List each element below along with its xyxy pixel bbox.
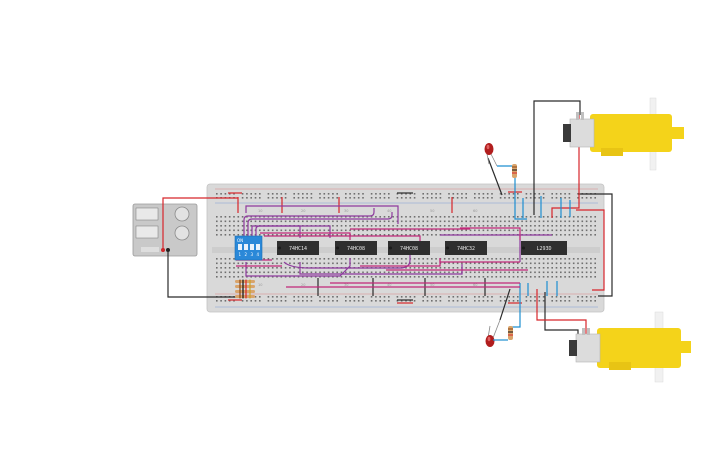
ic-label: 74HC32 xyxy=(457,246,475,252)
led-top[interactable] xyxy=(484,143,498,167)
dip-toggle-3[interactable] xyxy=(250,244,254,250)
wire-ground-supply xyxy=(167,252,245,298)
resistor-bottom[interactable] xyxy=(493,326,513,341)
dc-motor-top[interactable] xyxy=(563,97,684,171)
motor-top-can xyxy=(569,118,595,148)
resistor-top[interactable] xyxy=(497,164,517,178)
dip-switch[interactable]: ON 1 2 3 4 xyxy=(234,235,263,261)
dip-toggle-1[interactable] xyxy=(238,244,242,250)
wire-power-supply xyxy=(162,197,238,252)
dip-switch-on-label: ON xyxy=(237,238,243,243)
dip-number-2: 2 xyxy=(245,252,248,257)
ic-chips: 74HC14 74HC08 74HC08 74HC32 L293D xyxy=(277,241,567,255)
ic-74hc08-2[interactable]: 74HC08 xyxy=(335,241,377,255)
breadboard-column-label-30-bottom: 30 xyxy=(344,283,348,287)
ic-74hc32-4[interactable]: 74HC32 xyxy=(445,241,487,255)
breadboard-column-label-10-top: 10 xyxy=(258,209,262,213)
breadboard-column-label-20-bottom: 20 xyxy=(301,283,305,287)
breadboard-column-label-60-bottom: 60 xyxy=(473,283,477,287)
logic-wires-magenta xyxy=(236,227,528,288)
wire-motor1-red xyxy=(551,115,580,218)
breadboard-column-labels: 10 10 20 20 30 30 40 40 50 50 60 60 xyxy=(258,209,477,287)
wire-led1-ground xyxy=(487,157,503,196)
motor-bottom-gearbox xyxy=(597,328,681,368)
breadboard-column-label-40-top: 40 xyxy=(387,209,391,213)
breadboard-column-label-50-top: 50 xyxy=(430,209,434,213)
power-supply-display-voltage xyxy=(135,207,159,221)
dip-toggle-2[interactable] xyxy=(244,244,248,250)
wire-rail-ground-right xyxy=(578,193,613,297)
breadboard-column-label-60-top: 60 xyxy=(473,209,477,213)
wire-motor2-red xyxy=(536,289,587,336)
ic-74hc08-3[interactable]: 74HC08 xyxy=(388,241,430,255)
breadboard-column-label-50-bottom: 50 xyxy=(430,283,434,287)
power-supply[interactable] xyxy=(132,203,198,257)
power-supply-negative-terminal[interactable] xyxy=(166,248,170,252)
wire-led1-blue xyxy=(514,168,527,220)
led-bottom-body xyxy=(485,335,495,347)
motor-top-gearbox xyxy=(590,114,672,152)
wire-rail-power-right xyxy=(576,209,605,291)
voltage-knob[interactable] xyxy=(174,206,190,222)
wire-led2-ground xyxy=(499,288,511,321)
dip-number-1: 1 xyxy=(239,252,242,257)
ic-label: 74HC08 xyxy=(400,246,418,252)
dip-number-3: 3 xyxy=(251,252,254,257)
dc-motor-bottom[interactable] xyxy=(569,311,691,383)
dip-number-4: 4 xyxy=(257,252,260,257)
led-top-body xyxy=(484,143,494,155)
power-wires xyxy=(162,115,605,336)
ic-74hc14-1[interactable]: 74HC14 xyxy=(277,241,319,255)
led-bottom[interactable] xyxy=(485,319,501,347)
breadboard-column-label-10-bottom: 10 xyxy=(258,283,262,287)
breadboard-column-label-30-top: 30 xyxy=(344,209,348,213)
ic-label: L293D xyxy=(536,246,551,252)
power-supply-display-current xyxy=(135,225,159,239)
breadboard-column-label-20-top: 20 xyxy=(301,209,305,213)
ic-l293d-5[interactable]: L293D xyxy=(521,241,567,255)
logic-wires-purple xyxy=(243,205,552,277)
signal-wires-blue xyxy=(512,168,571,328)
ic-label: 74HC08 xyxy=(347,246,365,252)
breadboard-column-label-40-bottom: 40 xyxy=(387,283,391,287)
wire-motor1-black xyxy=(533,100,581,115)
ic-label: 74HC14 xyxy=(289,246,307,252)
dip-toggle-4[interactable] xyxy=(256,244,260,250)
motor-bottom-can xyxy=(575,333,601,363)
resistor-array[interactable] xyxy=(235,279,255,299)
current-knob[interactable] xyxy=(174,225,190,241)
